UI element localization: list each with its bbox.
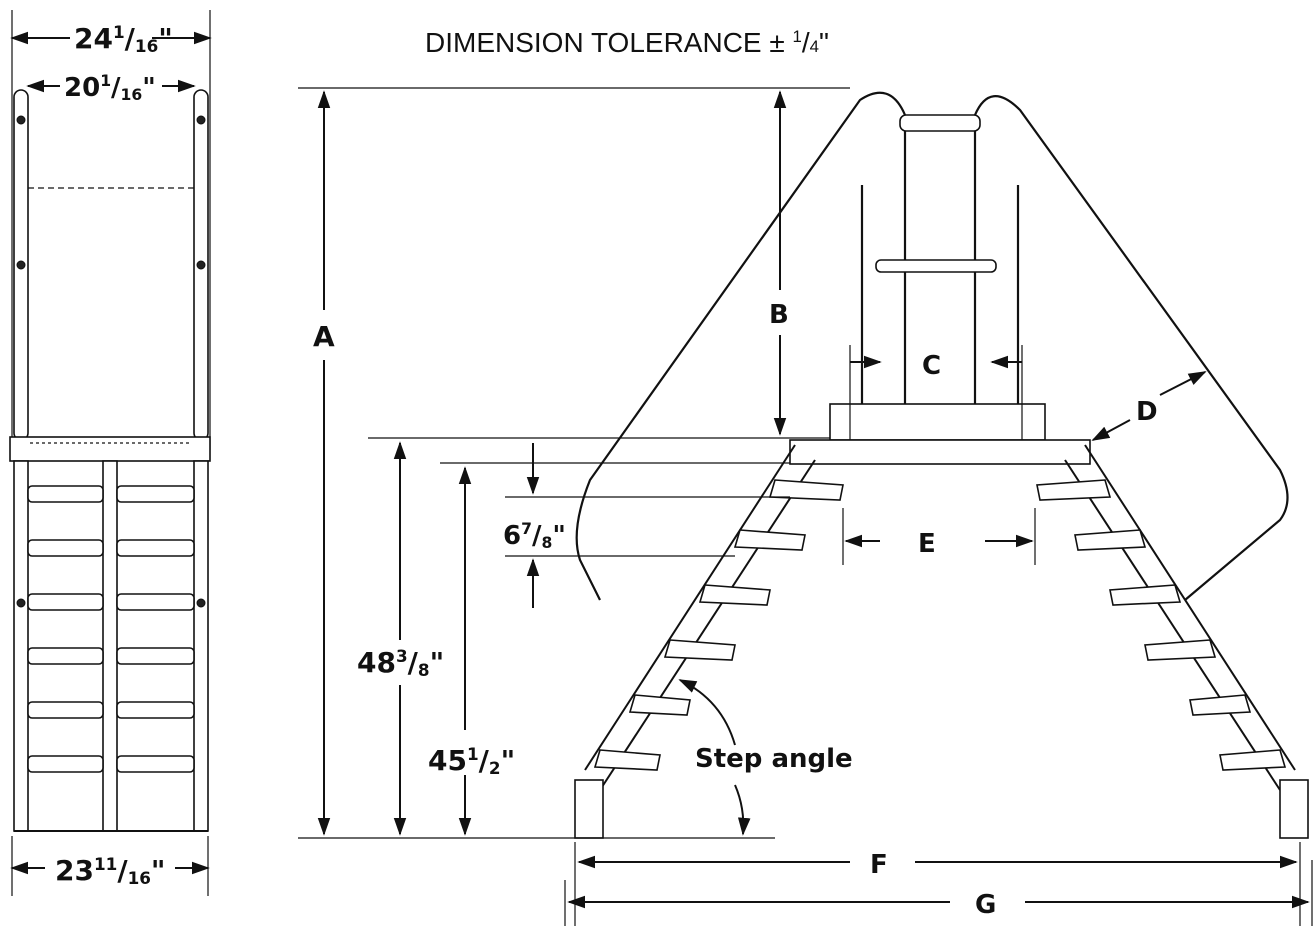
- label-f: F: [870, 850, 888, 880]
- side-steps-left: [593, 479, 844, 771]
- side-view: A B C D 67/8" E 483/8": [298, 87, 1313, 926]
- platform-height: 483/8": [357, 646, 444, 680]
- label-e: E: [918, 529, 936, 559]
- side-steps-right: [1036, 479, 1287, 771]
- step-rise: 67/8": [503, 520, 566, 552]
- label-a: A: [313, 320, 335, 353]
- tolerance-title: DIMENSION TOLERANCE ± 1/4": [425, 27, 829, 58]
- label-g: G: [975, 890, 996, 920]
- front-steps: [27, 485, 195, 773]
- front-base-width: 2311/16": [55, 854, 166, 888]
- front-inner-width: 201/16": [64, 72, 156, 104]
- top-step-height: 451/2": [428, 744, 515, 778]
- front-top-width: 241/16": [74, 22, 173, 56]
- label-d: D: [1136, 397, 1158, 427]
- label-c: C: [922, 351, 941, 381]
- step-angle-label: Step angle: [695, 744, 853, 774]
- label-b: B: [769, 300, 789, 330]
- front-view: 241/16" 201/16" 231: [9, 10, 212, 896]
